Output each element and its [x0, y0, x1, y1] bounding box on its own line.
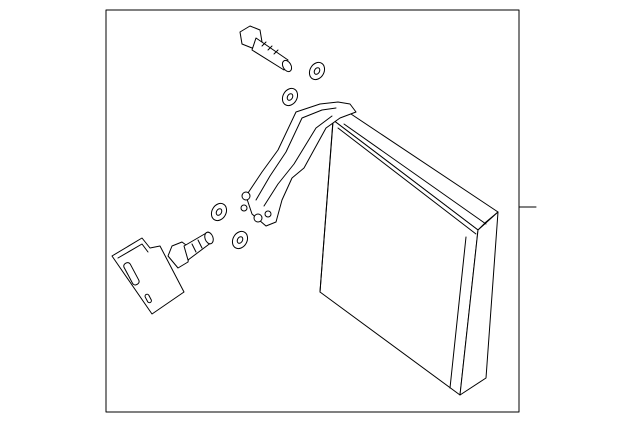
- bracket-tube[interactable]: [240, 101, 357, 227]
- washer[interactable]: [306, 60, 327, 83]
- washer[interactable]: [279, 86, 300, 109]
- bolt-upper[interactable]: [239, 25, 293, 73]
- washer[interactable]: [208, 201, 229, 224]
- clip-plate[interactable]: [111, 237, 185, 315]
- bolt-lower[interactable]: [167, 231, 215, 269]
- diagram-frame: [105, 9, 520, 413]
- washer[interactable]: [229, 229, 250, 252]
- evaporator-core[interactable]: [319, 111, 499, 396]
